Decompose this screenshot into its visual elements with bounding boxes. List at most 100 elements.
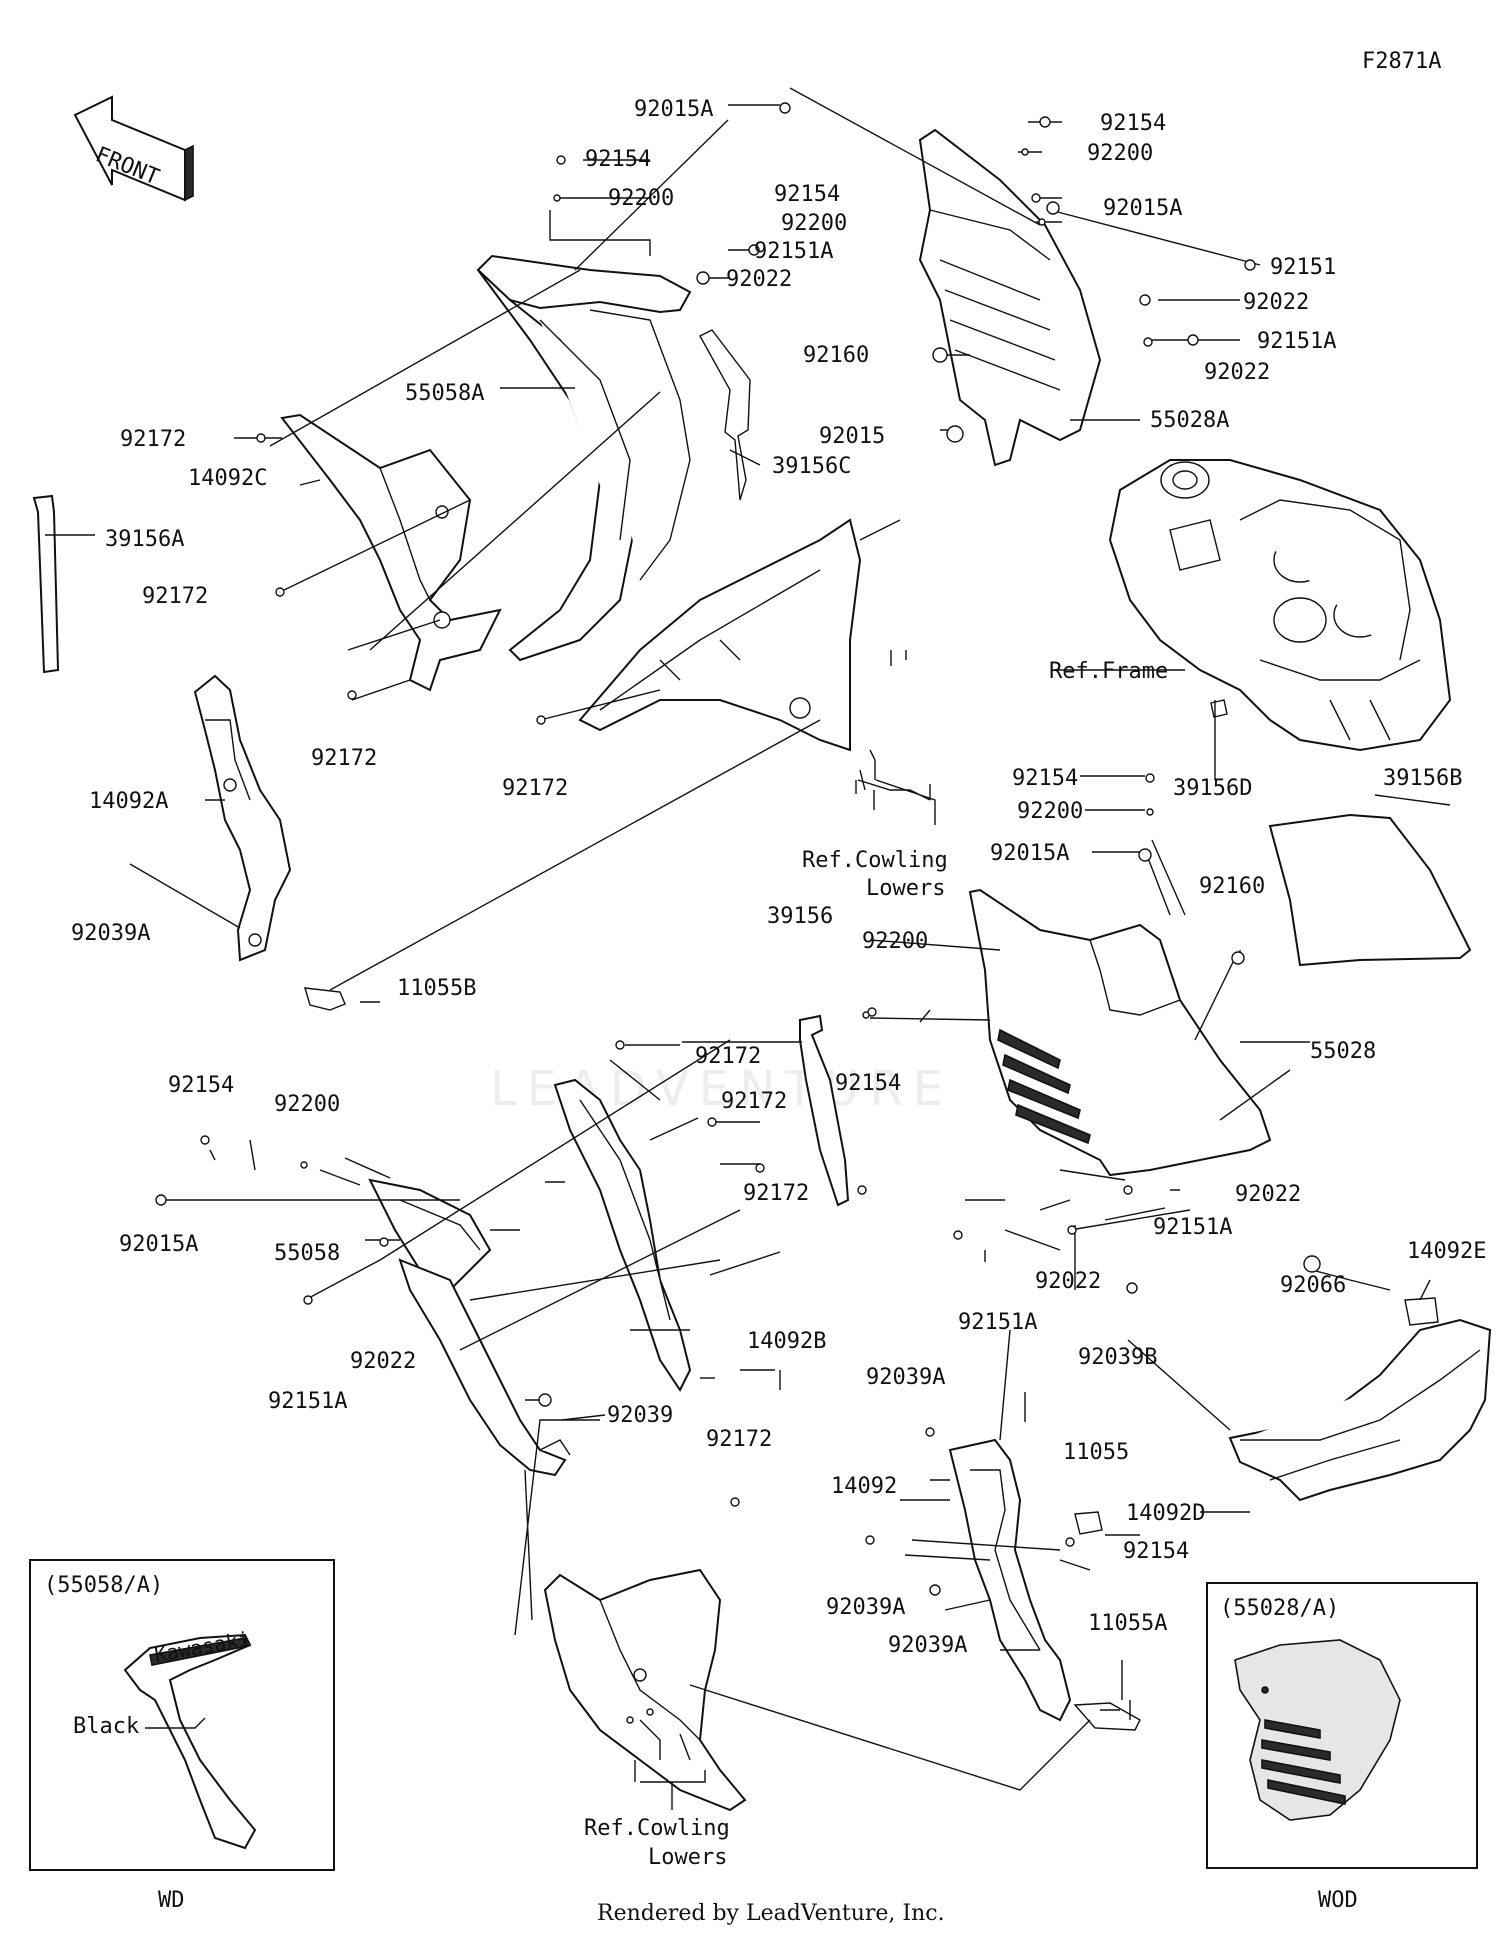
callout-label: 39156B (1383, 766, 1462, 791)
callout-label: 11055 (1063, 1440, 1129, 1465)
callout-label: 92154 (774, 182, 840, 207)
part-14092d (1228, 1318, 1492, 1502)
callout-label: 92015 (819, 424, 885, 449)
callout-label: 92172 (502, 776, 568, 801)
callout-label: 39156 (767, 904, 833, 929)
callout-label: 92200 (274, 1092, 340, 1117)
callout-label: 92151A (1153, 1215, 1232, 1240)
callout-label: 92200 (1017, 799, 1083, 824)
callout-label: 92172 (120, 427, 186, 452)
part-14092c (280, 413, 502, 692)
callout-label: 92022 (1235, 1182, 1301, 1207)
callout-label: 92172 (695, 1044, 761, 1069)
callout-label: 92172 (311, 746, 377, 771)
callout-label: 92154 (585, 147, 651, 172)
footer-credit: Rendered by LeadVenture, Inc. (597, 1901, 945, 1926)
callout-label: Ref.Frame (1049, 659, 1168, 684)
callout-label: 92172 (706, 1427, 772, 1452)
callout-labels: 92015A 92154 92200 92151A 92022 55058A 9… (71, 97, 1486, 1870)
callout-label: 14092D (1126, 1501, 1205, 1526)
part-39156 (799, 1014, 850, 1207)
callout-label: 92151 (1270, 255, 1336, 280)
callout-label: 55058 (274, 1241, 340, 1266)
part-39156b (1268, 813, 1472, 967)
callout-label: 92151A (268, 1389, 347, 1414)
callout-label: 92154 (1123, 1539, 1189, 1564)
fasteners (155, 102, 1321, 1724)
callout-label: 92039 (607, 1403, 673, 1428)
callout-label: 14092 (831, 1474, 897, 1499)
callout-label: 92039A (826, 1595, 905, 1620)
part-11055 (1074, 1511, 1103, 1535)
callout-label: Lowers (866, 876, 945, 901)
inset-left-caption: WD (158, 1888, 185, 1913)
callout-label: 92151A (754, 239, 833, 264)
callout-label: 92151A (958, 1310, 1037, 1335)
part-14092 (948, 1438, 1072, 1722)
callout-label: 55028 (1310, 1039, 1376, 1064)
callout-label: 92172 (721, 1089, 787, 1114)
part-11055a (1073, 1702, 1141, 1731)
callout-label: 92066 (1280, 1273, 1346, 1298)
callout-label: 92039B (1078, 1345, 1157, 1370)
callout-label: 92154 (1100, 111, 1166, 136)
callout-label: 92015A (1103, 196, 1182, 221)
part-14092a (193, 674, 292, 962)
callout-label: 92172 (142, 584, 208, 609)
callout-label: 92039A (866, 1365, 945, 1390)
callout-label: 39156D (1173, 776, 1252, 801)
part-55028 (968, 888, 1272, 1177)
callout-label: 92015A (990, 841, 1069, 866)
callout-label: 92200 (862, 929, 928, 954)
callout-label: 55028A (1150, 408, 1229, 433)
callout-label: 92022 (726, 267, 792, 292)
callout-label: 92154 (835, 1071, 901, 1096)
callout-label: Ref.Cowling (584, 1816, 730, 1841)
callout-label: Lowers (648, 1845, 727, 1870)
part-lower-cowl (543, 1568, 747, 1812)
callout-label: 92151A (1257, 329, 1336, 354)
callout-label: 11055A (1088, 1611, 1167, 1636)
callout-label: 14092C (188, 466, 267, 491)
callout-label: 92172 (743, 1181, 809, 1206)
callout-label: 39156A (105, 527, 184, 552)
callout-label: 92154 (1012, 766, 1078, 791)
callout-label: 11055B (397, 976, 476, 1001)
part-55058a (476, 254, 692, 662)
part-39156d (1210, 699, 1228, 718)
callout-label: 92039A (888, 1633, 967, 1658)
callout-label: 92015A (634, 97, 713, 122)
callout-label: 92039A (71, 921, 150, 946)
callout-label: 92160 (1199, 874, 1265, 899)
part-55058 (368, 1178, 492, 1292)
callout-label: Ref.Cowling (802, 848, 948, 873)
callout-label: 92022 (1035, 1269, 1101, 1294)
part-39156c (699, 329, 751, 501)
callout-label: 92022 (1243, 290, 1309, 315)
part-39156a (32, 494, 60, 674)
front-arrow-icon: FRONT (73, 95, 194, 202)
callout-label: 92200 (1087, 141, 1153, 166)
callout-label: 92154 (168, 1073, 234, 1098)
part-14092b (553, 1078, 692, 1392)
callout-label: 14092A (89, 789, 168, 814)
inset-left-black-label: Black (73, 1714, 139, 1739)
callout-label: 14092B (747, 1329, 826, 1354)
figure-id: F2871A (1362, 49, 1441, 74)
callout-label: 92160 (803, 343, 869, 368)
part-14092e (1404, 1297, 1439, 1326)
callout-label: 92015A (119, 1232, 198, 1257)
inset-right: (55028/A) (1206, 1582, 1478, 1869)
callout-label: 14092E (1407, 1239, 1486, 1264)
inset-right-caption: WOD (1318, 1888, 1358, 1913)
inset-left-title: (55058/A) (44, 1573, 163, 1598)
callout-label: 92022 (350, 1349, 416, 1374)
callout-label: 92022 (1204, 360, 1270, 385)
inset-right-title: (55028/A) (1220, 1596, 1339, 1621)
callout-label: 92200 (781, 211, 847, 236)
part-11055b (304, 987, 346, 1011)
part-frame (1108, 459, 1452, 752)
callout-label: 55058A (405, 381, 484, 406)
part-55028a (918, 128, 1102, 467)
